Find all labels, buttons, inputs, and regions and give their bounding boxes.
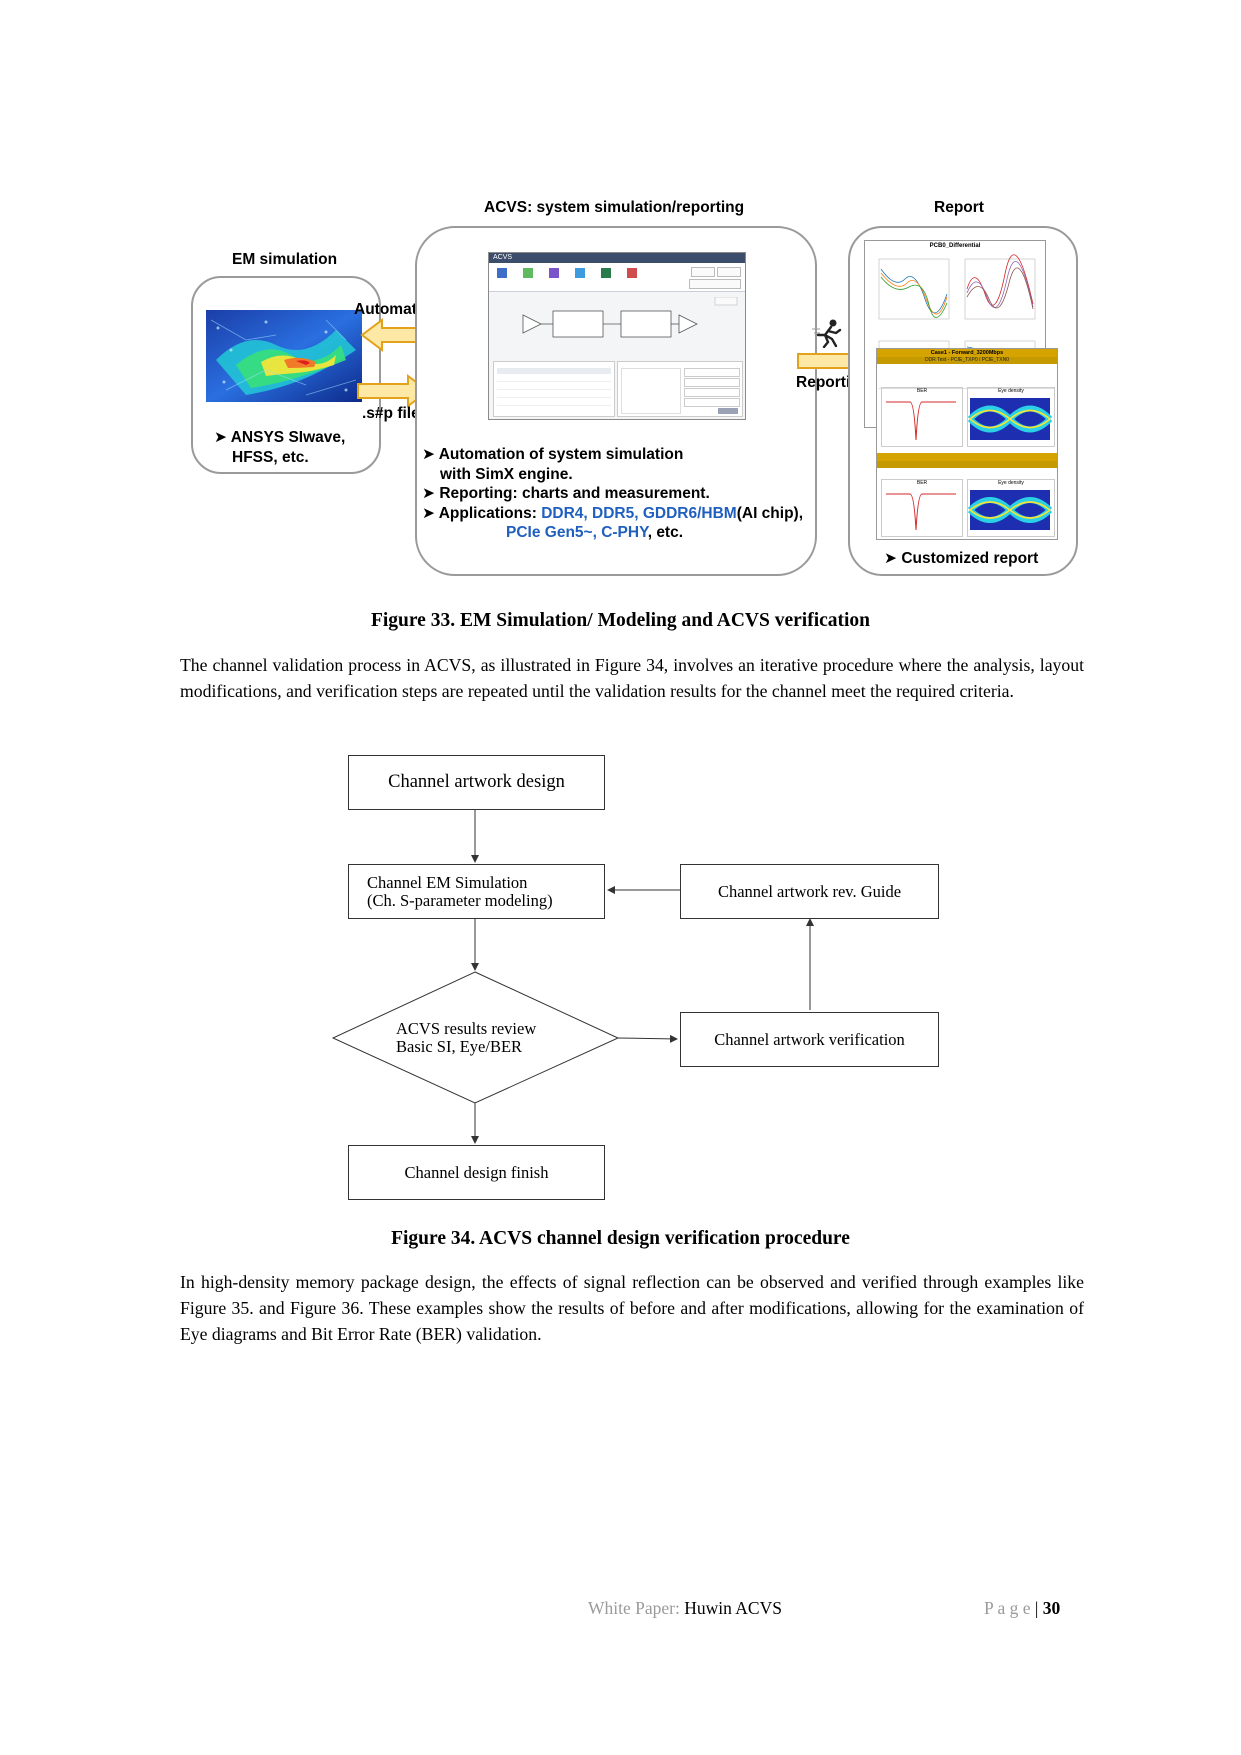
report-ber-chart-1: BER <box>881 387 963 447</box>
decision-line2: Basic SI, Eye/BER <box>396 1037 523 1056</box>
box-channel-artwork-verification: Channel artwork verification <box>680 1012 939 1067</box>
sp-files-label: .s#p files <box>362 405 429 422</box>
bullet-arrow-icon: ➤ <box>422 485 435 502</box>
figure-33-caption: Figure 33. EM Simulation/ Modeling and A… <box>370 610 871 631</box>
app-ribbon <box>489 263 745 292</box>
app-schematic <box>522 297 738 338</box>
app-table-panel <box>493 361 615 417</box>
bullet-arrow-icon: ➤ <box>422 446 435 463</box>
footer-separator: | <box>1034 1598 1039 1618</box>
footer-page-label: P a g e <box>984 1598 1031 1618</box>
box-channel-artwork-design: Channel artwork design <box>348 755 605 810</box>
decision-line1: ACVS results review <box>396 1019 537 1038</box>
em-sim-line1: Channel EM Simulation <box>367 872 528 892</box>
box-channel-em-simulation: Channel EM Simulation (Ch. S-parameter m… <box>348 864 605 919</box>
acvs-heading: ACVS: system simulation/reporting <box>484 199 745 216</box>
app-titlebar: ACVS <box>489 253 745 263</box>
em-field-image <box>206 310 362 402</box>
report-page-title: PCB0_Differential <box>929 243 981 249</box>
figure-34-caption: Figure 34. ACVS channel design verificat… <box>391 1228 850 1249</box>
report-card-sub: DDR Test - PCIE_TXP0 / PCIE_TXN0 <box>877 357 1057 364</box>
footer-title: White Paper: Huwin ACVS <box>588 1598 782 1619</box>
paragraph-2: In high-density memory package design, t… <box>180 1272 1084 1344</box>
footer-page-number: 30 <box>1042 1598 1061 1618</box>
decision-text: ACVS results review Basic SI, Eye/BER <box>396 1020 536 1056</box>
footer-doc-name: Huwin ACVS <box>684 1598 782 1618</box>
em-simulation-heading: EM simulation <box>232 251 338 268</box>
report-eye-chart-1: Eye density <box>967 387 1055 447</box>
acvs-app-screenshot: ACVS <box>488 252 746 420</box>
paragraph-1: The channel validation process in ACVS, … <box>180 655 1084 701</box>
report-card-title: Case1 - Forward_3200Mbps <box>877 349 1057 357</box>
box-channel-design-finish: Channel design finish <box>348 1145 605 1200</box>
report-page-eye: Case1 - Forward_3200Mbps DDR Test - PCIE… <box>876 348 1058 540</box>
bullet-arrow-icon: ➤ <box>884 550 897 567</box>
report-bullet: ➤ Customized report <box>884 550 1039 567</box>
decision-diamond <box>331 971 620 1104</box>
report-heading: Report <box>934 199 984 216</box>
acvs-bullets: ➤ Automation of system simulation with S… <box>422 446 804 541</box>
report-eye-chart-2: Eye density <box>967 479 1055 537</box>
flowchart-connectors <box>331 810 814 1144</box>
bullet-arrow-icon: ➤ <box>422 504 435 522</box>
footer-page: P a g e | 30 <box>984 1598 1060 1619</box>
sp-files-arrow-icon <box>357 374 430 408</box>
app-group-panel <box>617 361 743 417</box>
box-channel-artwork-rev-guide: Channel artwork rev. Guide <box>680 864 939 919</box>
em-bullet: ➤ ANSYS SIwave, HFSS, etc. <box>214 429 346 466</box>
em-sim-line2: (Ch. S-parameter modeling) <box>367 890 553 910</box>
footer-prefix: White Paper: <box>588 1598 685 1618</box>
runner-icon <box>812 319 842 348</box>
report-ber-chart-2: BER <box>881 479 963 537</box>
bullet-arrow-icon: ➤ <box>214 429 227 446</box>
